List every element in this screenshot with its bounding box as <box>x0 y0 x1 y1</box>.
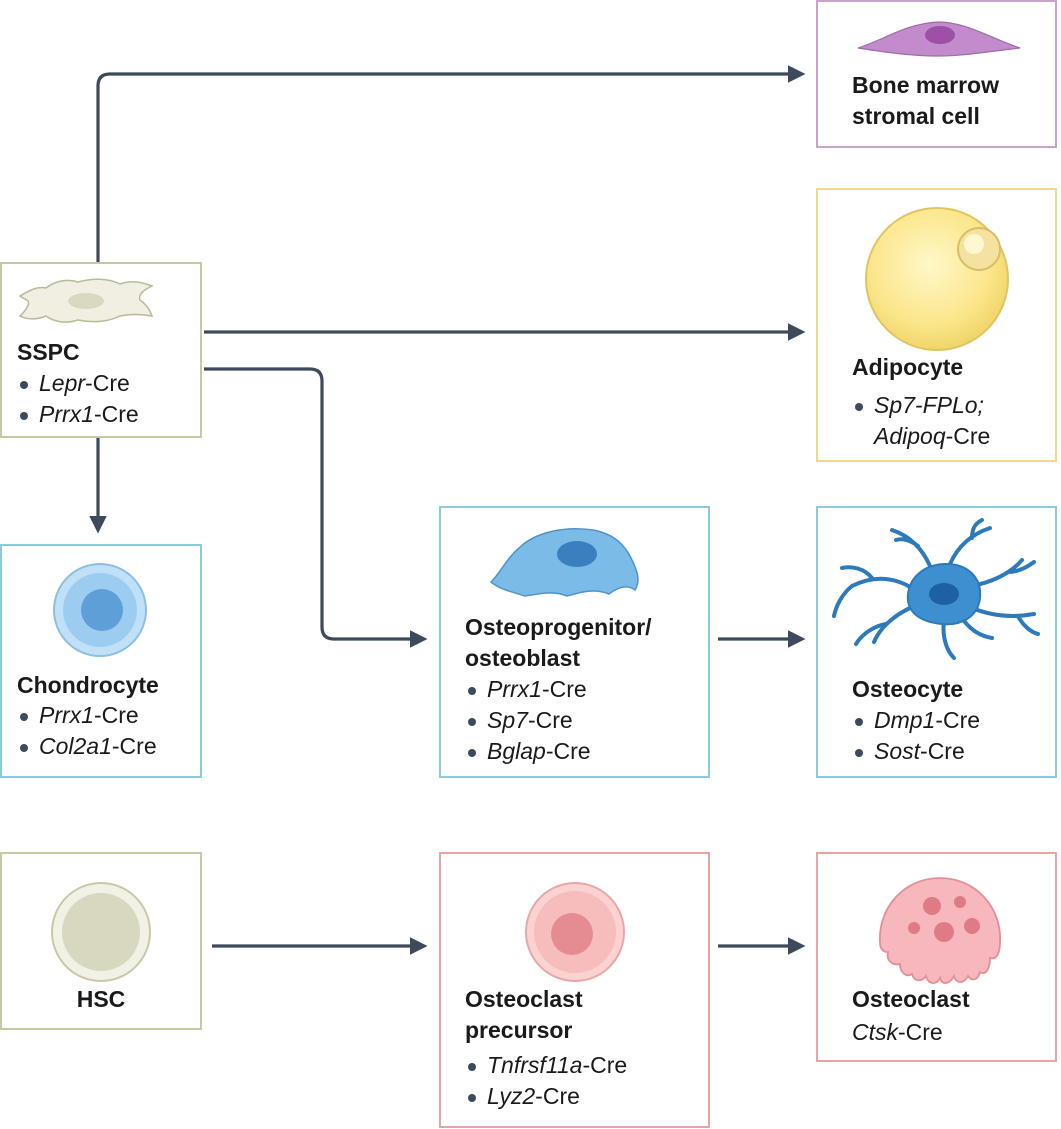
sspc-box: SSPC Lepr-Cre Prrx1-Cre <box>0 262 202 438</box>
stromal-title-line1: Bone marrow <box>852 72 999 98</box>
osteoprogenitor-title-line2: osteoblast <box>465 645 581 671</box>
chondrocyte-markers: Prrx1-Cre Col2a1-Cre <box>17 700 157 762</box>
osteoclast-precursor-markers: Tnfrsf11a-Cre Lyz2-Cre <box>465 1050 627 1112</box>
adipocyte-marker-line2: Adipoq-Cre <box>874 423 991 449</box>
osteocyte-cell-icon <box>832 518 1040 660</box>
hsc-title: HSC <box>76 986 126 1012</box>
adipocyte-box: Adipocyte Sp7-FPLo; Adipoq-Cre <box>816 188 1057 462</box>
chondrocyte-marker-prrx1: Prrx1-Cre <box>17 700 157 731</box>
osteoclast-marker: Ctsk-Cre <box>852 1019 943 1045</box>
osteoclast-precursor-marker-lyz2: Lyz2-Cre <box>465 1081 627 1112</box>
osteocyte-box: Osteocyte Dmp1-Cre Sost-Cre <box>816 506 1057 778</box>
osteoclast-box: Osteoclast Ctsk-Cre <box>816 852 1057 1062</box>
osteocyte-markers: Dmp1-Cre Sost-Cre <box>852 705 980 767</box>
sspc-markers: Lepr-Cre Prrx1-Cre <box>17 368 139 430</box>
osteoclast-precursor-box: Osteoclast precursor Tnfrsf11a-Cre Lyz2-… <box>439 852 710 1128</box>
osteoclast-precursor-title-line2: precursor <box>465 1017 573 1043</box>
chondrocyte-title: Chondrocyte <box>17 672 159 698</box>
sspc-marker-prrx1: Prrx1-Cre <box>17 399 139 430</box>
osteoclast-title: Osteoclast <box>852 986 970 1012</box>
osteoblast-cell-icon <box>489 528 639 597</box>
osteocyte-marker-dmp1: Dmp1-Cre <box>852 705 980 736</box>
hsc-cell-icon <box>51 882 151 982</box>
osteoprogenitor-title-line1: Osteoprogenitor/ <box>465 614 652 640</box>
arrow-sspc-to-osteoprogenitor <box>204 367 428 648</box>
chondrocyte-marker-col2a1: Col2a1-Cre <box>17 731 157 762</box>
adipocyte-cell-icon <box>865 207 1009 351</box>
adipocyte-marker-line1: Sp7-FPLo; <box>852 390 990 421</box>
sspc-marker-lepr: Lepr-Cre <box>17 368 139 399</box>
osteoclast-precursor-marker-tnfrsf11a: Tnfrsf11a-Cre <box>465 1050 627 1081</box>
sspc-title: SSPC <box>17 339 80 365</box>
bone-marrow-stromal-box: Bone marrow stromal cell <box>816 0 1057 148</box>
stromal-title-line2: stromal cell <box>852 103 980 129</box>
sspc-cell-icon <box>18 278 154 323</box>
osteoprogenitor-marker-sp7: Sp7-Cre <box>465 705 591 736</box>
adipocyte-markers: Sp7-FPLo; Adipoq-Cre <box>852 390 990 452</box>
osteoprogenitor-box: Osteoprogenitor/ osteoblast Prrx1-Cre Sp… <box>439 506 710 778</box>
osteocyte-title: Osteocyte <box>852 676 964 702</box>
osteoclast-cell-icon <box>879 877 1001 984</box>
stromal-cell-icon <box>857 21 1021 57</box>
osteoclast-precursor-title-line1: Osteoclast <box>465 986 583 1012</box>
chondrocyte-box: Chondrocyte Prrx1-Cre Col2a1-Cre <box>0 544 202 778</box>
hsc-box: HSC <box>0 852 202 1030</box>
arrow-sspc-to-stromal <box>96 65 806 262</box>
osteocyte-marker-sost: Sost-Cre <box>852 736 980 767</box>
chondrocyte-cell-icon <box>53 563 147 657</box>
osteoprogenitor-marker-bglap: Bglap-Cre <box>465 736 591 767</box>
adipocyte-title: Adipocyte <box>852 354 964 380</box>
osteoprogenitor-marker-prrx1: Prrx1-Cre <box>465 674 591 705</box>
osteoprogenitor-markers: Prrx1-Cre Sp7-Cre Bglap-Cre <box>465 674 591 767</box>
osteoclast-precursor-cell-icon <box>525 882 625 982</box>
